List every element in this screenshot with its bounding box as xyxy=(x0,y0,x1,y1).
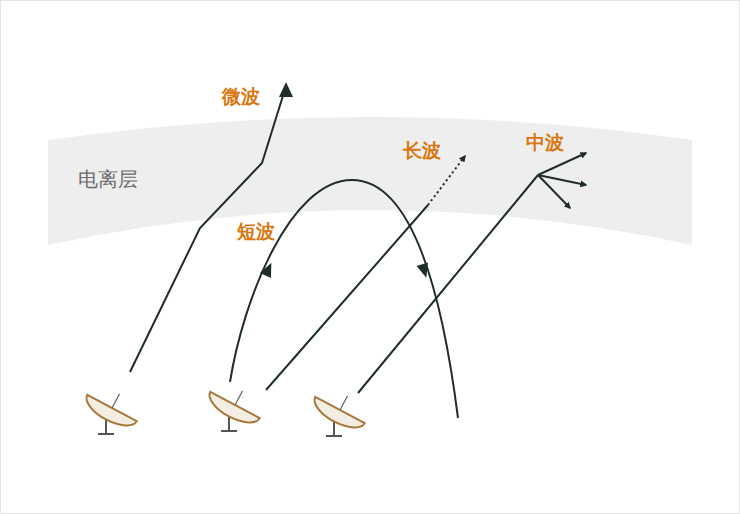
arrowhead xyxy=(260,260,277,278)
wave-label: 短波 xyxy=(237,220,275,243)
longwave-ray xyxy=(266,205,428,390)
dish-antenna xyxy=(309,383,372,436)
band-shape xyxy=(48,110,692,250)
arrowhead xyxy=(279,82,293,97)
scatter-ray xyxy=(538,175,570,208)
wave-label: 长波 xyxy=(403,139,441,162)
dish-antenna xyxy=(81,381,144,434)
scatter-ray xyxy=(538,153,586,175)
band-fill xyxy=(48,117,692,245)
arrowhead xyxy=(417,263,433,280)
longwave-dotted xyxy=(428,156,465,205)
band-label: 电离层 xyxy=(78,167,138,191)
wave-label: 中波 xyxy=(526,131,564,154)
shortwave-ray xyxy=(230,180,458,418)
microwave-ray xyxy=(130,86,286,372)
wave-label: 微波 xyxy=(222,85,260,108)
mediumwave-ray xyxy=(358,175,538,393)
dish-antenna xyxy=(204,378,267,431)
ionosphere-band: 电离层 xyxy=(48,110,692,250)
